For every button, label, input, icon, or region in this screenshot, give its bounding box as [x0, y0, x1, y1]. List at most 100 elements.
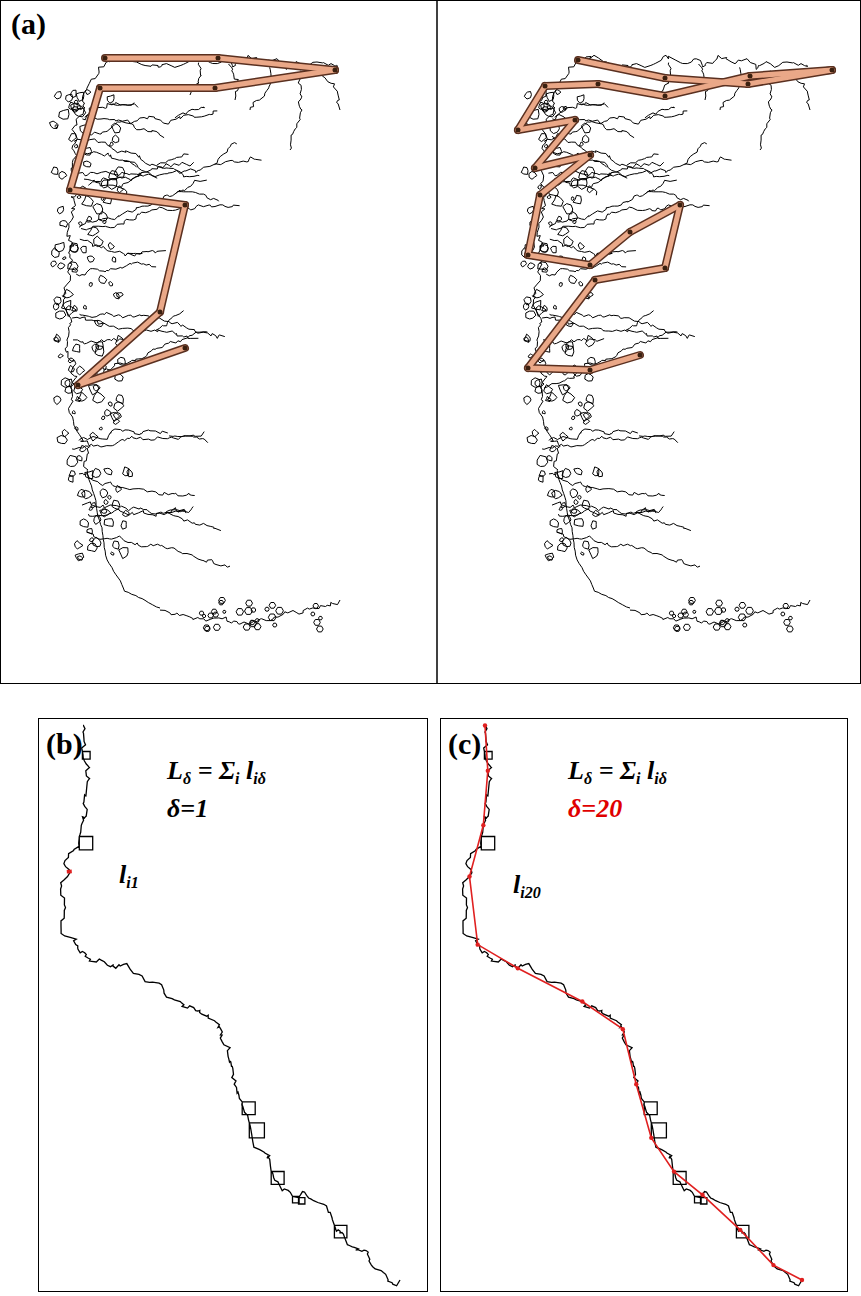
- divider-bar: [665, 76, 750, 96]
- divider-bar: [528, 255, 590, 265]
- island: [62, 300, 71, 310]
- island: [81, 246, 87, 253]
- island: [557, 529, 563, 535]
- island: [77, 456, 82, 461]
- island: [111, 552, 114, 555]
- island: [563, 106, 567, 109]
- fjord: [557, 532, 700, 567]
- island: [116, 395, 123, 404]
- island: [80, 519, 88, 527]
- divider-point: [663, 94, 668, 99]
- island: [65, 386, 72, 393]
- step-highlight: [67, 870, 72, 874]
- island: [100, 489, 108, 498]
- island: [583, 541, 589, 549]
- island: [557, 216, 562, 221]
- island: [74, 100, 78, 105]
- divider-bar: [70, 88, 100, 190]
- island: [63, 289, 73, 298]
- island: [93, 537, 102, 546]
- island: [68, 365, 74, 372]
- island: [68, 476, 73, 483]
- divider-point: [748, 74, 753, 79]
- island: [571, 508, 577, 514]
- island: [533, 289, 543, 298]
- fjord: [551, 205, 710, 230]
- divider-point: [526, 253, 531, 258]
- divider-bar: [540, 155, 590, 195]
- divider-bar: [665, 76, 750, 96]
- island: [114, 167, 125, 177]
- divider-bar: [528, 195, 540, 255]
- fjord: [126, 251, 166, 255]
- island: [70, 90, 76, 97]
- divider-point: [516, 128, 521, 133]
- island: [108, 402, 112, 406]
- island: [223, 610, 226, 613]
- coarse-point: [634, 1082, 638, 1086]
- divider-bar: [528, 368, 590, 370]
- island: [560, 432, 568, 441]
- coarse-point: [483, 723, 487, 727]
- island: [783, 604, 789, 609]
- island: [569, 427, 572, 430]
- coarse-point: [771, 1263, 775, 1267]
- fjord: [110, 104, 138, 108]
- divider-bar: [595, 268, 665, 280]
- island: [538, 262, 548, 270]
- island: [542, 107, 549, 113]
- island: [528, 263, 535, 269]
- island: [87, 529, 93, 535]
- divider-bar: [590, 355, 640, 370]
- island: [311, 612, 315, 616]
- island: [116, 487, 122, 493]
- fjord: [87, 532, 230, 567]
- scale-value: δ=1: [167, 795, 208, 824]
- divider-point: [158, 310, 163, 315]
- trajectory-line: [61, 726, 400, 1286]
- island: [54, 297, 61, 305]
- divider-steps: [516, 58, 835, 373]
- coastline: [520, 55, 811, 632]
- island: [675, 626, 681, 631]
- island: [582, 500, 590, 509]
- divider-point: [678, 203, 683, 208]
- island: [538, 185, 541, 189]
- island: [573, 220, 576, 223]
- island: [564, 236, 573, 246]
- divider-bar: [78, 348, 185, 385]
- island: [94, 516, 101, 525]
- fjord: [175, 107, 205, 118]
- divider-bar: [545, 84, 598, 86]
- island: [544, 100, 548, 105]
- island: [107, 179, 117, 190]
- island: [550, 519, 558, 527]
- fjord: [639, 436, 678, 443]
- island: [589, 548, 598, 559]
- divider-point: [103, 56, 108, 61]
- island: [66, 306, 76, 317]
- fjord: [627, 154, 659, 165]
- island: [94, 236, 103, 246]
- island: [51, 261, 57, 267]
- divider-bar: [218, 58, 335, 70]
- island: [521, 167, 528, 174]
- divider-steps: [68, 56, 338, 388]
- island: [550, 446, 557, 452]
- island: [571, 197, 574, 201]
- island: [746, 607, 754, 614]
- island: [72, 344, 79, 352]
- fjord: [124, 161, 158, 179]
- island: [577, 179, 587, 190]
- island: [276, 607, 284, 614]
- island: [112, 257, 116, 262]
- island: [93, 204, 103, 214]
- island: [559, 538, 563, 542]
- coarse-point: [700, 1193, 704, 1197]
- divider-bar: [578, 60, 665, 78]
- divider-bar: [105, 54, 218, 62]
- island: [109, 282, 113, 286]
- island: [735, 607, 739, 611]
- island: [54, 337, 59, 343]
